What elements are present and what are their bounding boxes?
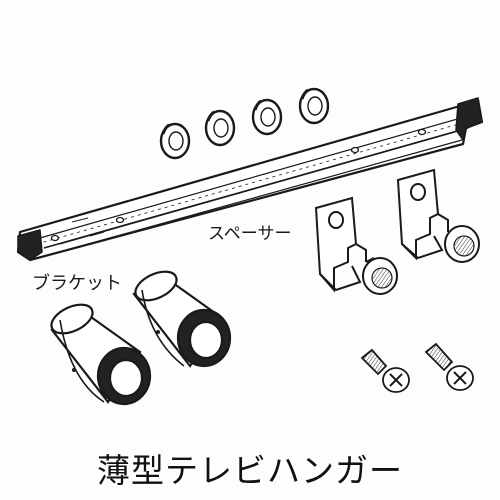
- bracket-label: ブラケット: [32, 273, 122, 294]
- spacer-right: [396, 168, 480, 263]
- washer-group: [159, 87, 330, 160]
- wall-rail: [16, 97, 484, 262]
- bracket-left: [50, 303, 152, 406]
- washer-1: [159, 122, 191, 160]
- screw-left: [360, 348, 410, 393]
- washer-3: [251, 98, 283, 136]
- spacer-label: スペーサー: [208, 224, 292, 244]
- washer-2: [204, 109, 236, 147]
- screw-right: [424, 342, 474, 391]
- bracket-right: [132, 270, 232, 368]
- spacer-left: [314, 196, 398, 295]
- washer-4: [298, 87, 330, 125]
- product-caption: 薄型テレビハンガー: [97, 451, 403, 490]
